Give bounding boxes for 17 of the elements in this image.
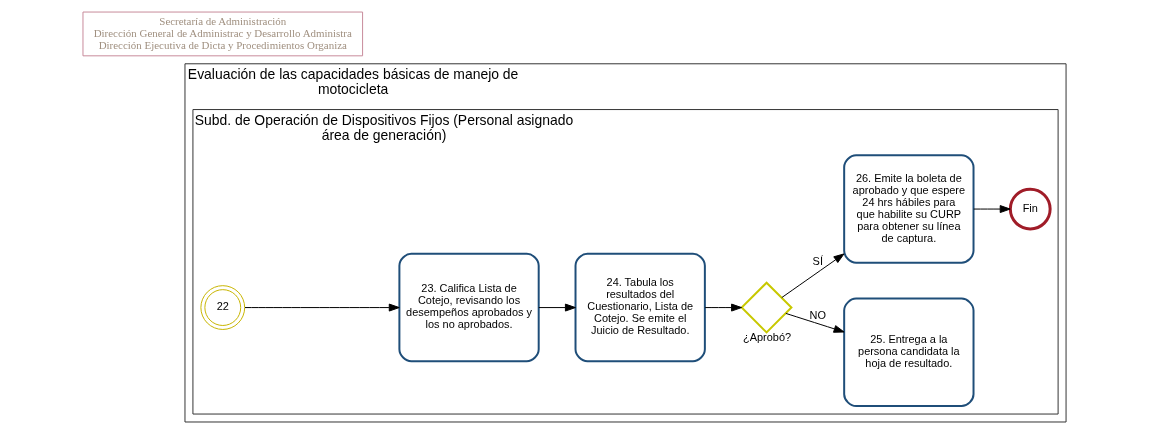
- arrow: [973, 205, 1011, 214]
- node-box: 23. Califica Lista de Cotejo, revisando los desempeños aprobados y los no aprobados.: [398, 252, 540, 363]
- node-label: ¿Aprobó?: [743, 331, 792, 344]
- node-box: 26. Emite la boleta de aprobado y que espere 24 hrs hábiles para que habilite su CURP para obtener su línea de captura.: [843, 154, 975, 264]
- arrow: [785, 312, 845, 333]
- edge-label: NO: [809, 309, 827, 322]
- node-circle: Fin: [1008, 187, 1052, 231]
- node-box: 24. Tabula los resultados del Cuestionario, Lista de Cotejo. Se emite el Juicio de Resultado.: [574, 252, 706, 363]
- arrow: [538, 303, 576, 312]
- arrow: [244, 303, 400, 312]
- node-box: 25. Entrega a la persona candidata la hoja de resultado.: [843, 297, 975, 408]
- node-diamond: [740, 281, 793, 334]
- arrow: [781, 253, 845, 299]
- edge-label: SÍ: [812, 254, 823, 267]
- node-box: Secretaría de Administración Dirección General de Administrac y Desarrollo Administra Dirección Ejecutiva de Dicta y Procedimientos Organiza: [82, 11, 364, 57]
- node-circle: 22: [200, 285, 246, 330]
- arrow: [704, 303, 743, 312]
